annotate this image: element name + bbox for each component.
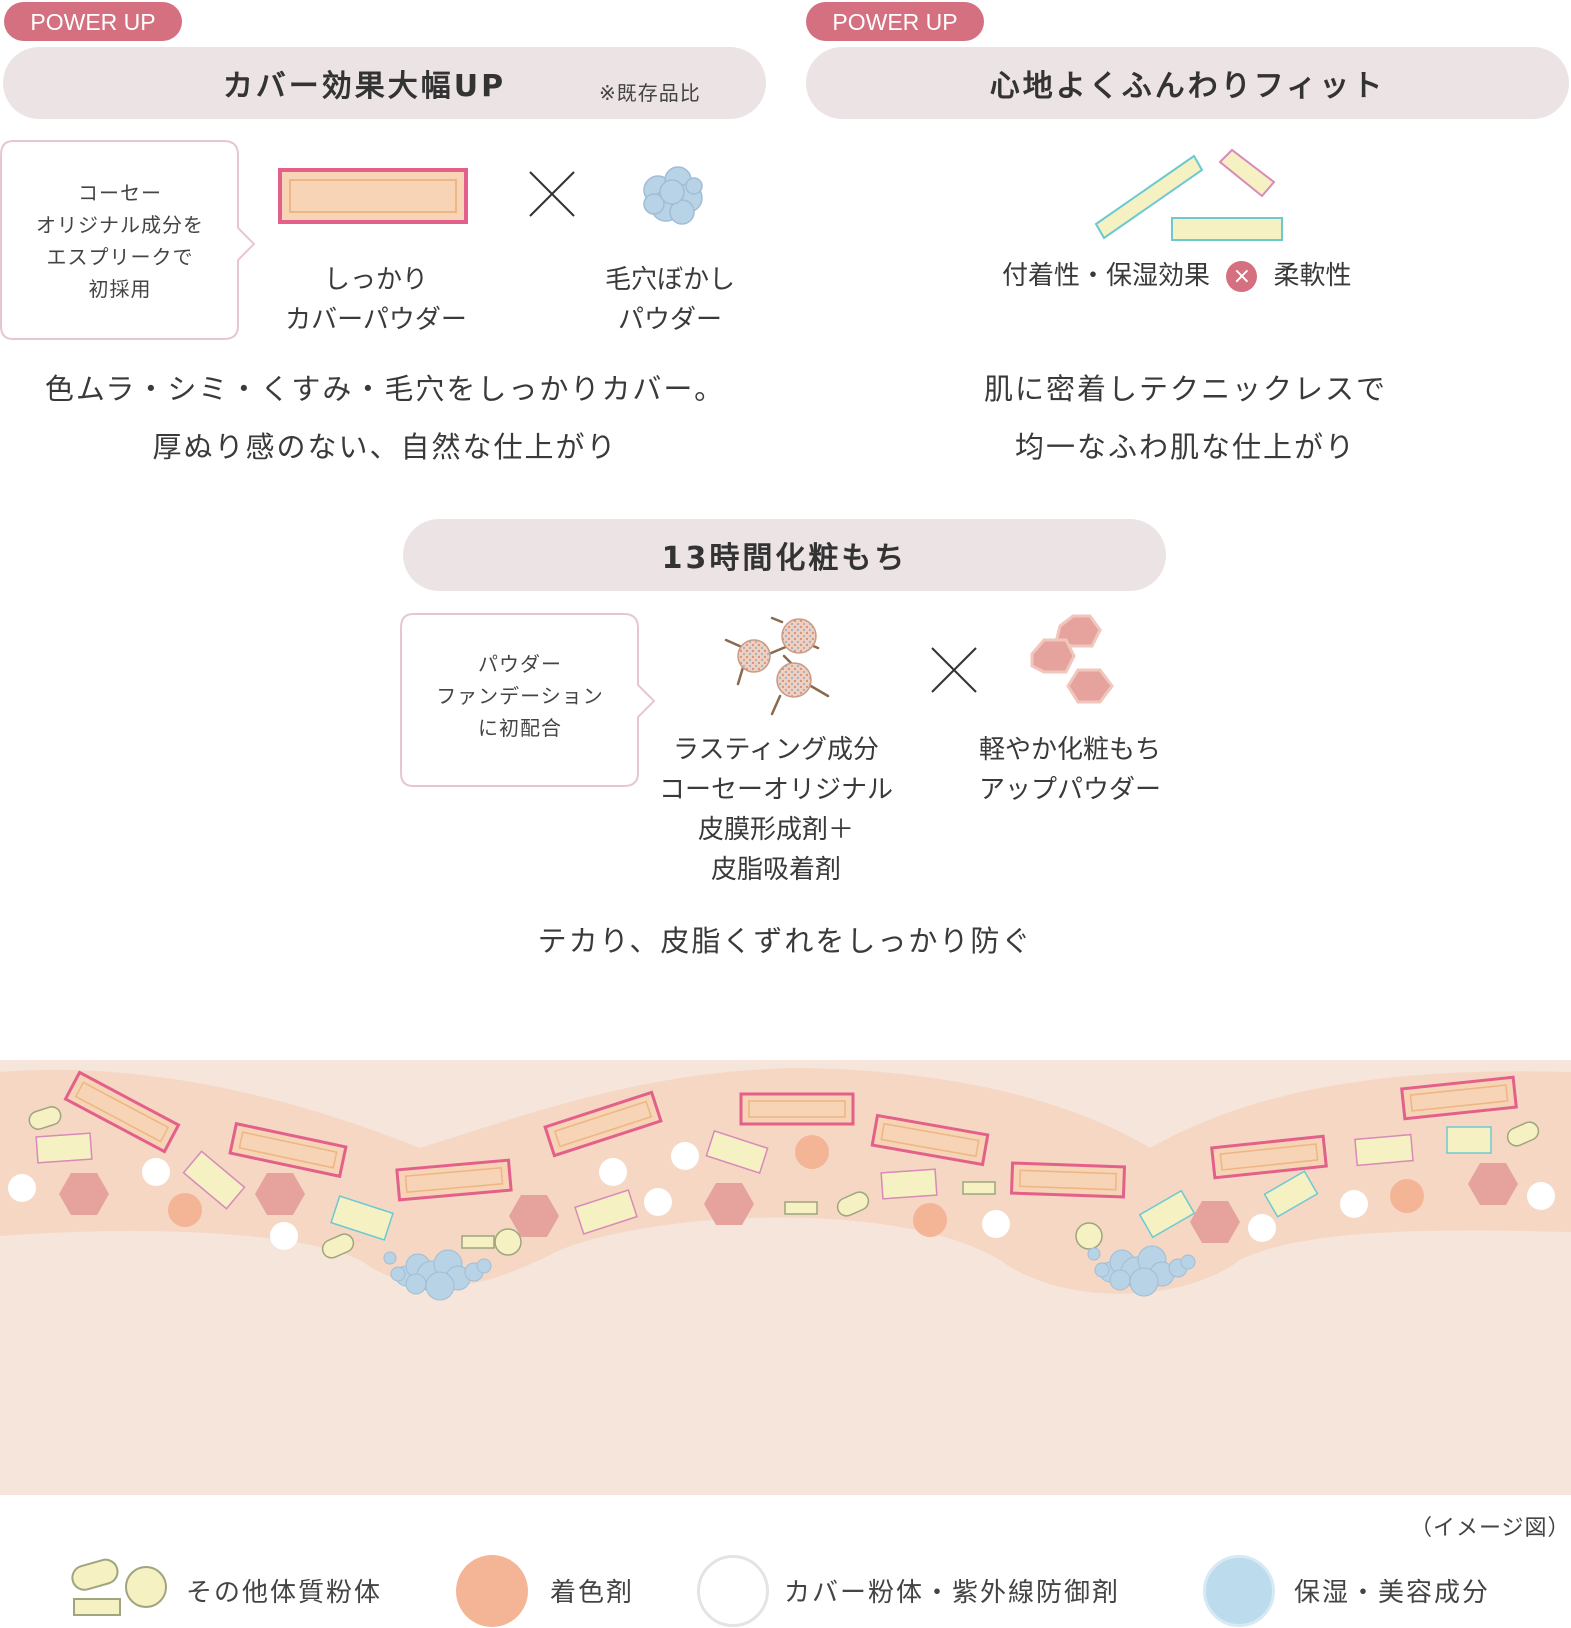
- label-line: コーセーオリジナル: [658, 775, 893, 805]
- pore-blur-powder-icon: [643, 166, 703, 225]
- long-lasting-title-pill: 13時間化粧もち: [403, 519, 1166, 591]
- multiply-circle-icon: ×: [1226, 261, 1258, 292]
- flexibility-label: 柔軟性: [1273, 261, 1352, 291]
- soft-fit-description-1: 肌に密着しテクニックレスで: [983, 372, 1387, 406]
- label-line: パウダー: [617, 305, 722, 335]
- cover-effect-description-1: 色ムラ・シミ・くすみ・毛穴をしっかりカバー。: [44, 372, 726, 406]
- soft-fit-title: 心地よくふんわりフィット: [989, 69, 1386, 104]
- legend-moisture-label: 保湿・美容成分: [1294, 1578, 1491, 1608]
- existing-product-note: ※既存品比: [599, 81, 701, 105]
- soft-fit-feature-labels: 付着性・保湿効果 × 柔軟性: [1002, 256, 1362, 296]
- soft-fit-description-2: 均一なふわ肌な仕上がり: [1014, 430, 1356, 464]
- legend-moisture-swatch: [1203, 1555, 1275, 1627]
- legend-cover-powder-swatch: [697, 1555, 769, 1627]
- bubble-left-text: コーセー オリジナル成分を エスプリークで 初採用: [0, 177, 240, 305]
- bubble-left-line: オリジナル成分を: [36, 213, 204, 237]
- soft-fit-powder-icon: [1094, 148, 1283, 241]
- cover-powder-icon: [278, 168, 468, 224]
- lightweight-powder-label: 軽やか化粧もち アップパウダー: [950, 730, 1190, 810]
- legend-cover-powder-label: カバー粉体・紫外線防御剤: [784, 1578, 1121, 1608]
- cover-effect-title-pill: カバー効果大幅UP ※既存品比: [3, 47, 766, 119]
- long-lasting-title: 13時間化粧もち: [661, 541, 908, 576]
- legend-extender-powder-label: その他体質粉体: [186, 1578, 383, 1608]
- soft-fit-title-pill: 心地よくふんわりフィット: [806, 47, 1569, 119]
- long-lasting-description: テカり、皮脂くずれをしっかり防ぐ: [537, 924, 1033, 958]
- multiply-icon: [529, 171, 575, 217]
- power-up-badge-left: POWER UP: [4, 2, 182, 41]
- bubble-center-line: に初配合: [478, 716, 562, 740]
- speech-bubble-left: [0, 140, 256, 340]
- cover-effect-description-2: 厚ぬり感のない、自然な仕上がり: [152, 430, 618, 464]
- label-line: カバーパウダー: [285, 305, 467, 335]
- image-note: （イメージ図）: [1410, 1516, 1571, 1541]
- bubble-left-line: 初採用: [88, 277, 152, 301]
- bubble-left-line: コーセー: [78, 181, 162, 205]
- lasting-component-label: ラスティング成分 コーセーオリジナル 皮膜形成剤＋ 皮脂吸着剤: [636, 730, 916, 890]
- legend-colorant-label: 着色剤: [550, 1578, 635, 1608]
- label-line: 毛穴ぼかし: [604, 265, 735, 295]
- label-line: ラスティング成分: [673, 735, 879, 765]
- cover-effect-title: カバー効果大幅UP: [222, 69, 507, 104]
- bubble-center-line: パウダー: [478, 652, 562, 676]
- label-line: しっかり: [323, 265, 428, 295]
- cover-powder-label: しっかり カバーパウダー: [262, 260, 490, 340]
- speech-bubble-center: [400, 613, 656, 787]
- bubble-center-text: パウダー ファンデーション に初配合: [400, 648, 640, 744]
- skin-cross-section-illustration: [0, 1060, 1571, 1495]
- legend-extender-powder-icon: [71, 1558, 167, 1616]
- label-line: 軽やか化粧もち: [978, 735, 1161, 765]
- adhesion-moisture-label: 付着性・保湿効果: [1002, 261, 1211, 291]
- lightweight-powder-icon: [1030, 614, 1114, 704]
- multiply-icon: [931, 647, 977, 693]
- power-up-badge-right: POWER UP: [806, 2, 984, 41]
- bubble-left-line: エスプリークで: [46, 245, 194, 269]
- label-line: アップパウダー: [978, 775, 1161, 805]
- label-line: 皮膜形成剤＋: [697, 815, 854, 845]
- legend-colorant-swatch: [456, 1555, 528, 1627]
- bubble-center-line: ファンデーション: [436, 684, 604, 708]
- pore-blur-powder-label: 毛穴ぼかし パウダー: [580, 260, 760, 340]
- label-line: 皮脂吸着剤: [710, 855, 841, 885]
- lasting-component-icon: [724, 616, 830, 716]
